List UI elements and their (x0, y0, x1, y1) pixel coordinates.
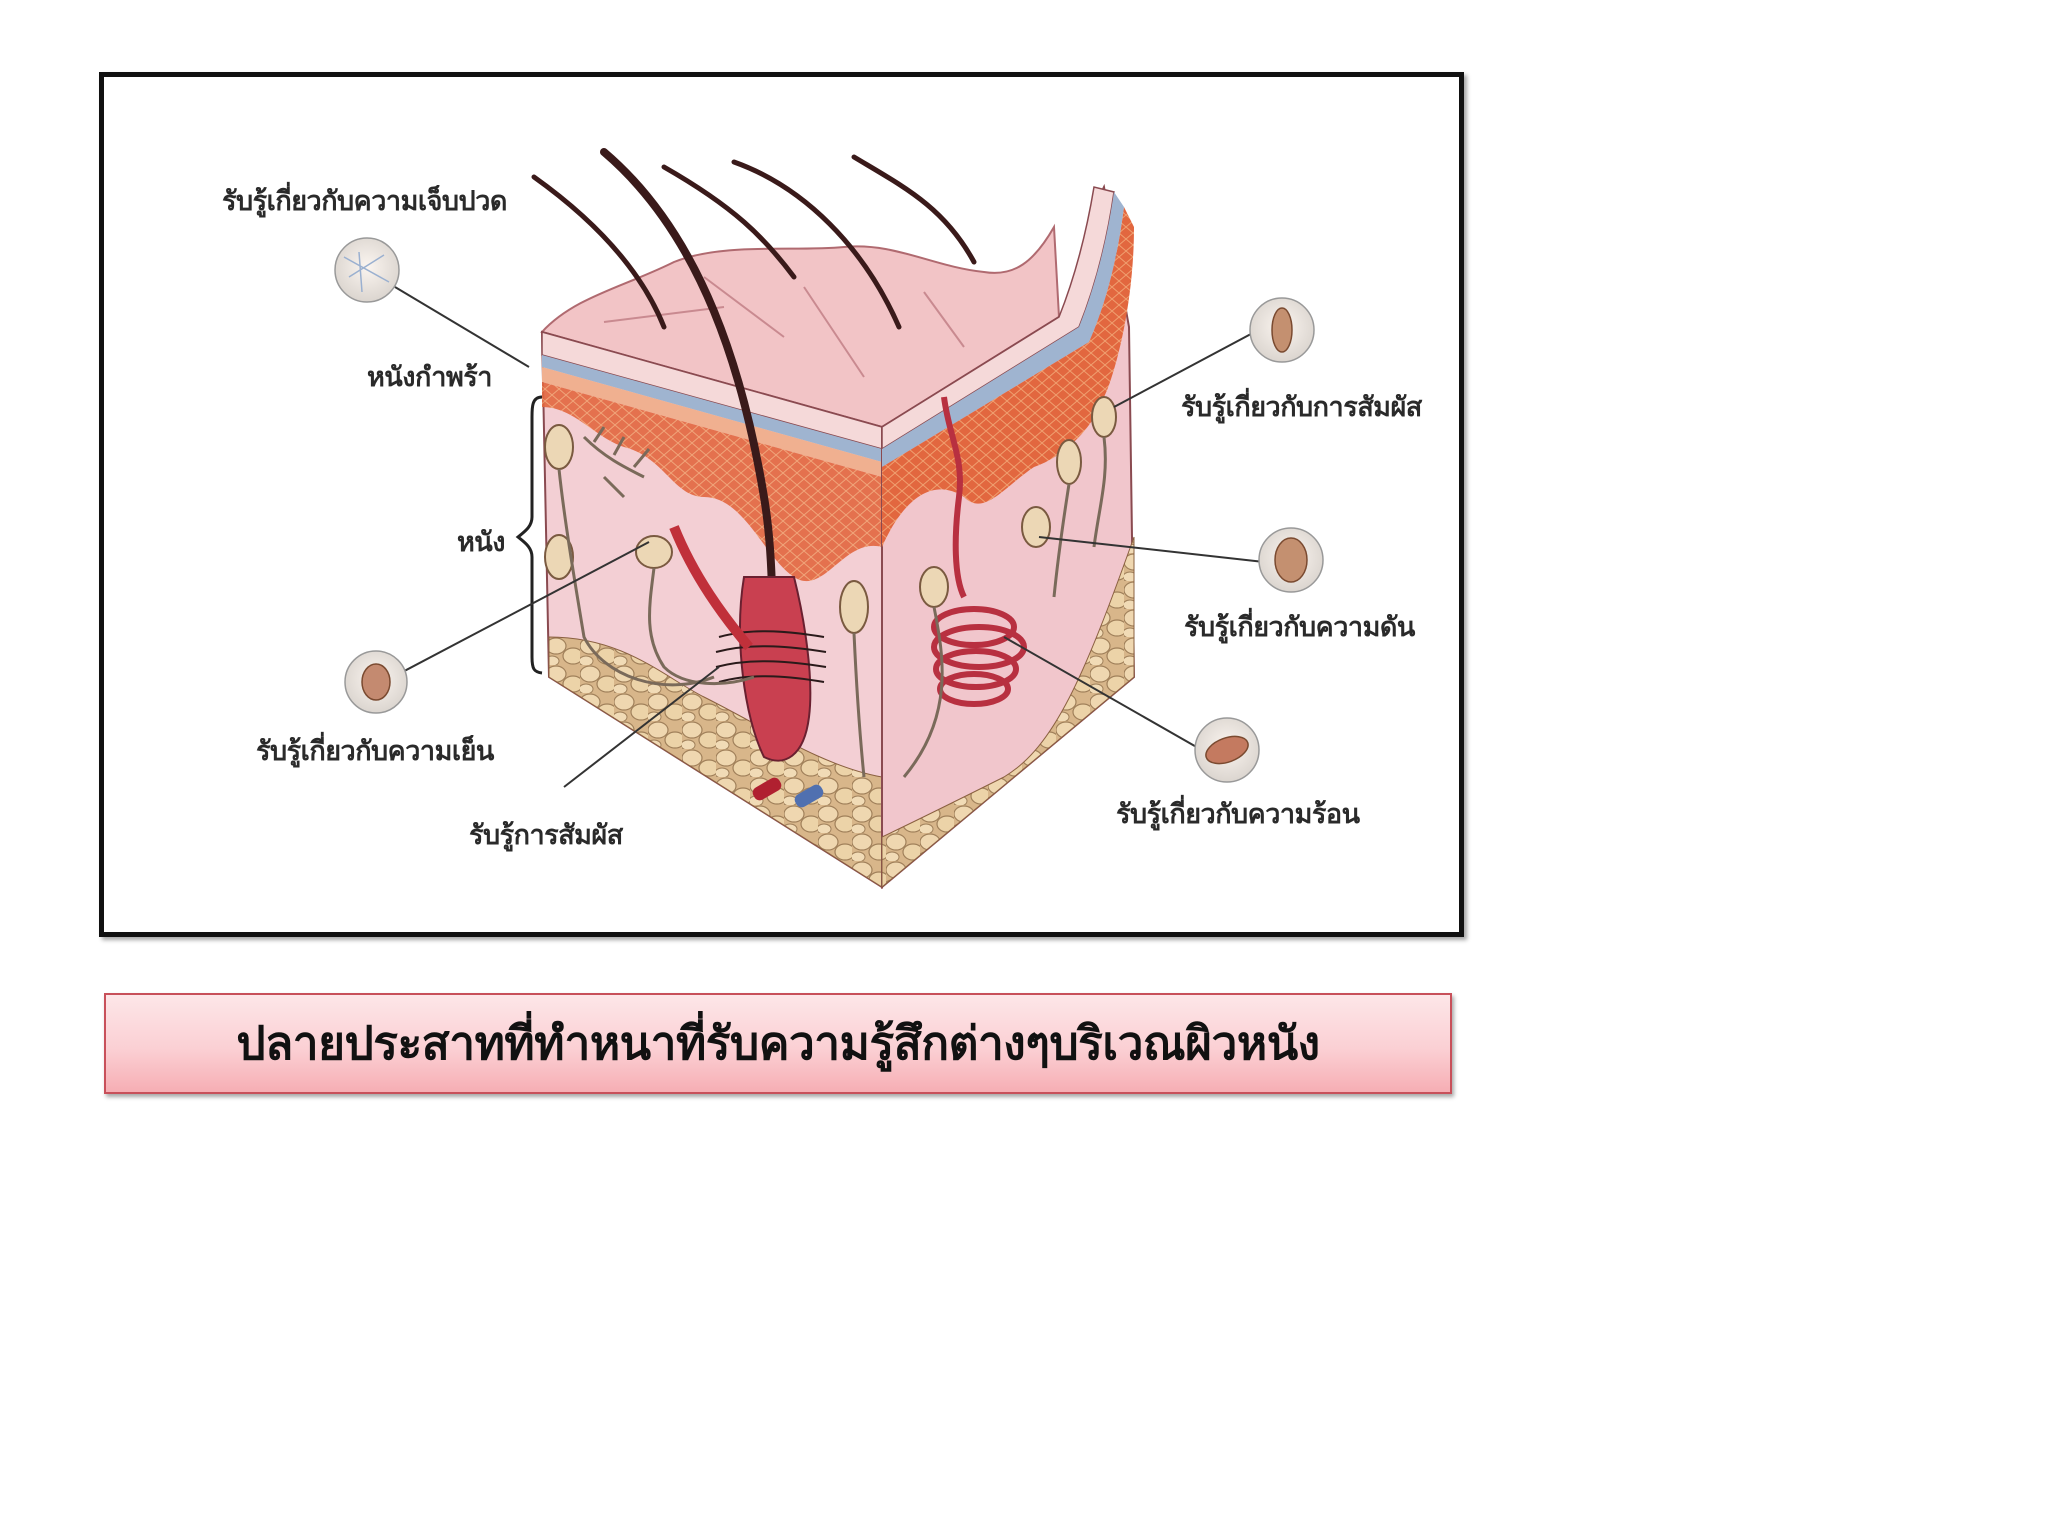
label-dermis: หนัง (457, 527, 505, 558)
label-touch-bottom: รับรู้การสัมผัส (469, 820, 623, 851)
caption-text: ปลายประสาทที่ทำหนาที่รับความรู้สึกต่างๆบ… (236, 1016, 1320, 1070)
skin-surface (540, 223, 1061, 429)
label-heat: รับรู้เกี่ยวกับความร้อน (1116, 799, 1360, 830)
label-pain: รับรู้เกี่ยวกับความเจ็บปวด (222, 186, 507, 217)
label-cold: รับรู้เกี่ยวกับความเย็น (256, 736, 494, 767)
magnified-receptor-icons (334, 237, 1324, 783)
skin-cross-section-illustration (334, 148, 1324, 890)
label-touch-right: รับรู้เกี่ยวกับการสัมผัส (1181, 392, 1422, 423)
caption-banner: ปลายประสาทที่ทำหนาที่รับความรู้สึกต่างๆบ… (104, 993, 1452, 1094)
dermis-bracket (515, 395, 543, 675)
receptor-capsules (544, 396, 1117, 634)
label-pressure: รับรู้เกี่ยวกับความดัน (1184, 612, 1415, 643)
label-epidermis: หนังกำพร้า (367, 362, 492, 393)
diagram-frame: รับรู้เกี่ยวกับความเจ็บปวด หนังกำพร้า หน… (99, 72, 1464, 937)
